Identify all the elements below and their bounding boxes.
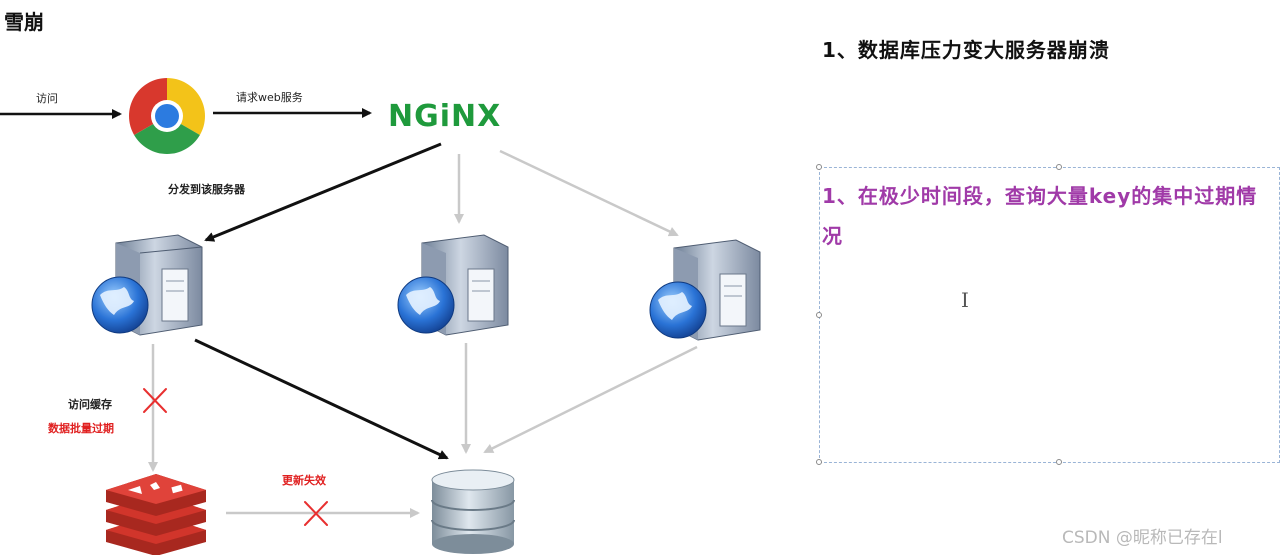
cache-failure-cross-icon — [143, 388, 167, 413]
database-icon — [431, 469, 515, 554]
arrow-server-1-db — [194, 338, 449, 460]
nginx-logo: NGiNX — [388, 99, 501, 134]
label-cache-expired: 数据批量过期 — [48, 422, 114, 435]
arrow-dispatch-server-1 — [204, 142, 442, 242]
web-server-icon — [649, 239, 761, 341]
label-dispatch: 分发到该服务器 — [168, 183, 245, 196]
resize-handle[interactable] — [1056, 459, 1062, 465]
slide-heading: 1、数据库压力变大服务器崩溃 — [822, 38, 1110, 62]
text-box-content[interactable]: 1、在极少时间段，查询大量key的集中过期情况 — [822, 184, 1258, 248]
label-request-web: 请求web服务 — [236, 91, 303, 104]
label-cache-access: 访问缓存 — [68, 398, 112, 411]
web-server-icon — [91, 234, 203, 336]
watermark: CSDN @昵称已存在l — [1062, 528, 1223, 548]
text-cursor-icon: I — [961, 288, 969, 312]
resize-handle[interactable] — [816, 164, 822, 170]
label-update-failed: 更新失效 — [282, 474, 326, 487]
redis-cache-icon — [106, 474, 206, 555]
chrome-browser-icon — [126, 75, 208, 157]
web-server-icon — [397, 234, 509, 336]
resize-handle[interactable] — [816, 312, 822, 318]
page-title: 雪崩 — [4, 10, 44, 34]
text-box-frame[interactable] — [816, 164, 1280, 465]
arrow-nginx-server-3 — [499, 149, 679, 237]
resize-handle[interactable] — [816, 459, 822, 465]
resize-handle[interactable] — [1056, 164, 1062, 170]
label-visit: 访问 — [36, 92, 58, 105]
cache-avalanche-diagram: NGiNX — [0, 75, 761, 555]
arrow-server-3-db — [483, 345, 698, 454]
update-failure-cross-icon — [304, 501, 328, 526]
